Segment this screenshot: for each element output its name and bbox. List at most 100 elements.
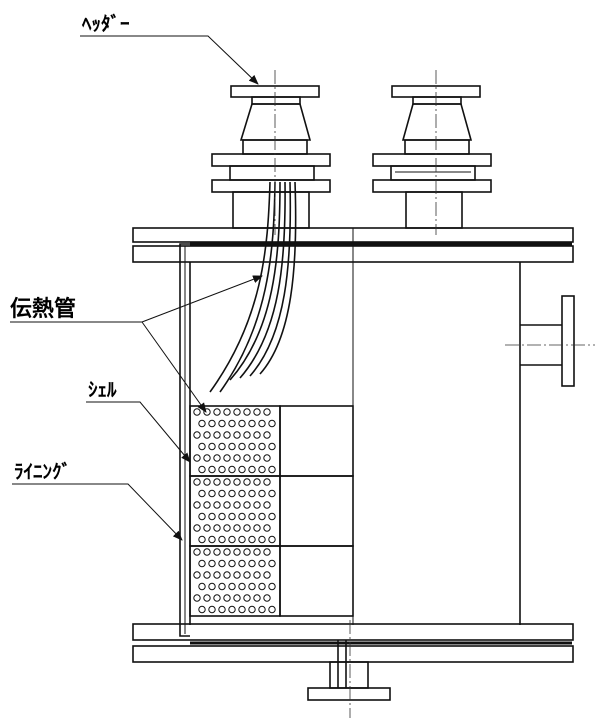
tube-hole [233,478,241,486]
tube-hole [268,605,276,614]
tube-hole [258,582,266,591]
tube-hole [203,594,211,602]
tube-hole [258,489,266,498]
tube-hole [253,571,261,579]
tube-hole [243,524,251,532]
tube-hole [208,419,216,428]
heat-transfer-tubes [209,181,297,393]
tube-hole [193,408,201,416]
tube-hole [263,571,271,579]
tube-holes [193,408,276,614]
label-header: ﾍｯﾀﾞｰ [80,12,259,85]
tube-hole [198,419,206,428]
tube-hole [238,535,246,544]
tube-hole [208,582,216,591]
tube-hole [263,501,271,509]
tube-hole [253,501,261,509]
tube-hole [268,442,276,451]
tube-hole [263,478,271,486]
centerlines [274,70,437,235]
tube-hole [243,548,251,556]
tube-hole [208,465,216,474]
tube-hole [268,419,276,428]
tube-hole [268,489,276,498]
tube-hole [248,442,256,451]
tube-hole [218,442,226,451]
tube-hole [213,571,221,579]
tube-hole [253,408,261,416]
tube-hole [223,431,231,439]
header-nozzle-left [211,85,331,229]
tube-hole [263,454,271,462]
tube-hole [263,431,271,439]
tube-hole [268,465,276,474]
tube-hole [203,501,211,509]
tube-hole [238,605,246,614]
tube-hole [233,571,241,579]
tube-hole [263,524,271,532]
tube-hole [243,478,251,486]
tube-hole [218,512,226,521]
tube-hole [268,559,276,568]
tube-bundle [189,405,354,617]
tube-hole [208,605,216,614]
shell-label: ｼｪﾙ [88,380,117,401]
tube-hole [238,442,246,451]
tube-hole [213,548,221,556]
tube-hole [213,431,221,439]
tube-hole [193,548,201,556]
tube-hole [218,605,226,614]
tube-hole [228,465,236,474]
tube-hole [253,594,261,602]
tube-hole [248,582,256,591]
label-lining: ﾗｲﾆﾝｸﾞ [12,460,183,541]
tube-hole [243,408,251,416]
tube-hole [268,582,276,591]
tube-hole [258,559,266,568]
tube-hole [243,431,251,439]
tube-hole [253,524,261,532]
tube-hole [258,442,266,451]
label-shell: ｼｪﾙ [86,380,191,463]
lining [179,243,190,637]
tube-hole [243,454,251,462]
tube-hole [218,559,226,568]
tube-hole [223,478,231,486]
tube-hole [248,489,256,498]
tube-hole [218,465,226,474]
tube-hole [233,548,241,556]
tube-hole [208,442,216,451]
tube-hole [223,548,231,556]
tube-hole [218,535,226,544]
tube-hole [268,535,276,544]
tube-hole [263,594,271,602]
tube-hole [248,512,256,521]
tube-hole [213,501,221,509]
tube-hole [258,419,266,428]
tube-hole [233,408,241,416]
tube-hole [223,408,231,416]
tube-hole [213,478,221,486]
header-nozzle-right [372,85,492,229]
lining-label: ﾗｲﾆﾝｸﾞ [14,460,71,483]
tube-hole [243,501,251,509]
tube-hole [198,465,206,474]
tube-hole [223,524,231,532]
tube-hole [203,431,211,439]
tube-hole [228,442,236,451]
tube-hole [213,408,221,416]
tube-hole [253,431,261,439]
heat-transfer-tube-label: 伝熱管 [10,296,76,321]
tube-hole [208,512,216,521]
tube-hole [218,489,226,498]
side-nozzle [505,295,595,387]
tube-hole [243,594,251,602]
tube-hole [238,559,246,568]
bottom-flange [132,623,574,663]
tube-hole [198,535,206,544]
tube-hole [228,559,236,568]
tube-hole [248,605,256,614]
tube-hole [258,535,266,544]
tube-hole [223,571,231,579]
